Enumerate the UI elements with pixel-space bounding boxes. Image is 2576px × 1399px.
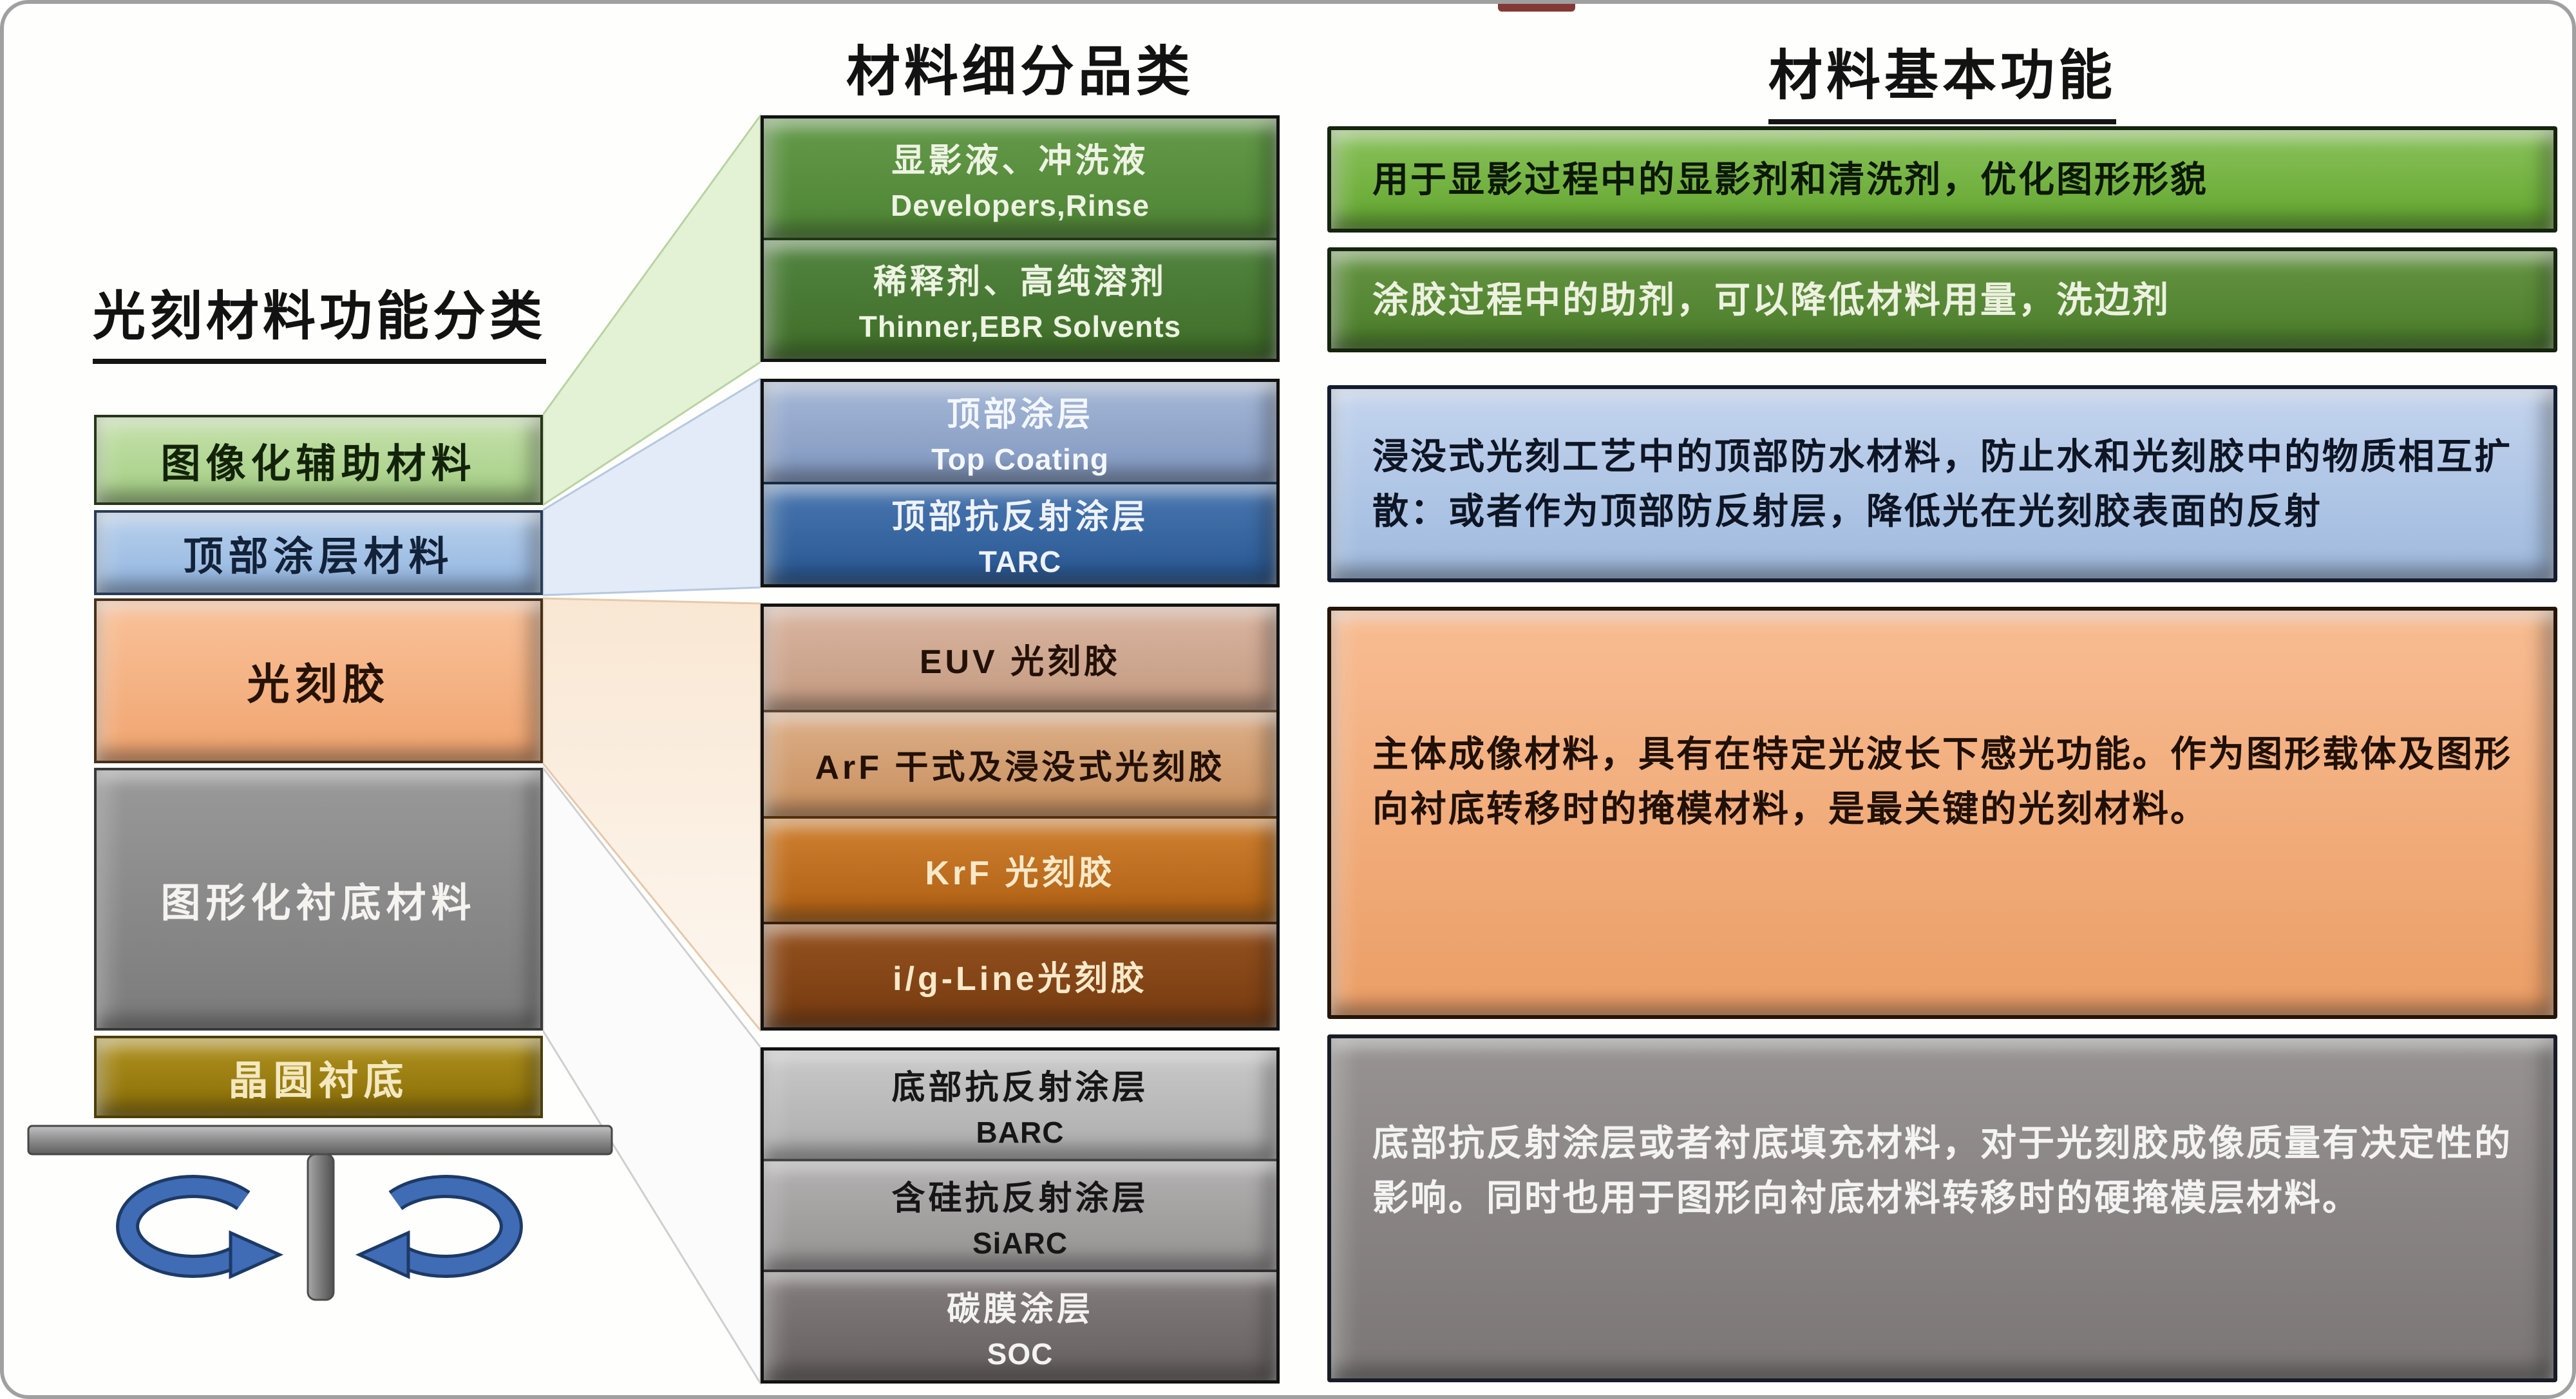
subcategory-row-siarc-en: SiARC xyxy=(972,1226,1068,1260)
connector-fan-topcoat xyxy=(543,377,761,596)
function-box-thinner-text: 涂胶过程中的助剂，可以降低材料用量，洗边剂 xyxy=(1372,279,2170,320)
subcategory-row-siarc-zh: 含硅抗反射涂层 xyxy=(891,1179,1149,1217)
stack-layer-substrate-label: 图形化衬底材料 xyxy=(160,881,477,926)
subcategory-row-thinner: 稀释剂、高纯溶剂 Thinner,EBR Solvents xyxy=(764,237,1276,359)
connector-fan-substrate xyxy=(543,766,761,1385)
subcategory-row-igline: i/g-Line光刻胶 xyxy=(764,921,1276,1027)
stack-layer-aux: 图像化辅助材料 xyxy=(94,415,543,505)
subcategory-group-topcoat: 顶部涂层 Top Coating 顶部抗反射涂层 TARC xyxy=(761,379,1280,587)
subcategory-row-igline-label: i/g-Line光刻胶 xyxy=(893,960,1148,998)
stack-layer-topcoat-label: 顶部涂层材料 xyxy=(183,535,454,579)
subcategory-row-thinner-zh: 稀释剂、高纯溶剂 xyxy=(873,263,1167,301)
function-box-resist: 主体成像材料，具有在特定光波长下感光功能。作为图形载体及图形向衬底转移时的掩模材… xyxy=(1327,607,2557,1019)
left-column-title-text: 光刻材料功能分类 xyxy=(92,273,546,364)
stack-layer-topcoat: 顶部涂层材料 xyxy=(94,510,543,595)
subcategory-row-euv-label: EUV 光刻胶 xyxy=(919,643,1121,681)
subcategory-row-siarc: 含硅抗反射涂层 SiARC xyxy=(764,1159,1276,1270)
subcategory-row-topcoating-zh: 顶部涂层 xyxy=(946,396,1094,433)
function-box-substrate-text: 底部抗反射涂层或者衬底填充材料，对于光刻胶成像质量有决定性的影响。同时也用于图形… xyxy=(1372,1123,2512,1219)
stack-layer-substrate: 图形化衬底材料 xyxy=(94,768,543,1031)
subcategory-row-soc: 碳膜涂层 SOC xyxy=(764,1270,1276,1380)
subcategory-row-tarc-en: TARC xyxy=(978,545,1062,578)
subcategory-row-topcoating-en: Top Coating xyxy=(931,443,1109,476)
subcategory-row-krf: KrF 光刻胶 xyxy=(764,815,1276,922)
spin-coater-platform xyxy=(27,1125,613,1156)
subcategory-row-developers-zh: 显影液、冲洗液 xyxy=(891,142,1149,180)
function-box-topcoat-text: 浸没式光刻工艺中的顶部防水材料，防止水和光刻胶中的物质相互扩散：或者作为顶部防反… xyxy=(1372,435,2512,531)
spin-coater-shaft xyxy=(307,1153,335,1301)
left-column-title: 光刻材料功能分类 xyxy=(81,273,558,364)
subcategory-group-aux: 显影液、冲洗液 Developers,Rinse 稀释剂、高纯溶剂 Thinne… xyxy=(761,115,1280,362)
stack-layer-resist-label: 光刻胶 xyxy=(247,660,390,708)
stack-layer-resist: 光刻胶 xyxy=(94,598,543,763)
subcategory-row-euv: EUV 光刻胶 xyxy=(764,607,1276,710)
subcategory-row-arf: ArF 干式及浸没式光刻胶 xyxy=(764,710,1276,816)
subcategory-row-tarc-zh: 顶部抗反射涂层 xyxy=(891,499,1149,536)
subcategory-row-barc-zh: 底部抗反射涂层 xyxy=(891,1069,1149,1107)
function-box-developer-text: 用于显影过程中的显影剂和清洗剂，优化图形形貌 xyxy=(1372,158,2208,200)
subcategory-row-developers-en: Developers,Rinse xyxy=(890,188,1150,222)
subcategory-row-soc-zh: 碳膜涂层 xyxy=(946,1290,1094,1328)
rotation-arrow-right-icon xyxy=(355,1175,523,1279)
function-box-substrate: 底部抗反射涂层或者衬底填充材料，对于光刻胶成像质量有决定性的影响。同时也用于图形… xyxy=(1327,1034,2557,1382)
rotation-arrow-left-icon xyxy=(116,1175,284,1279)
function-box-developer: 用于显影过程中的显影剂和清洗剂，优化图形形貌 xyxy=(1327,126,2557,233)
function-box-resist-text: 主体成像材料，具有在特定光波长下感光功能。作为图形载体及图形向衬底转移时的掩模材… xyxy=(1372,734,2512,830)
middle-column-title-text: 材料细分品类 xyxy=(846,28,1194,120)
connector-fan-resist xyxy=(543,597,761,1033)
spin-coater xyxy=(27,1125,613,1301)
subcategory-row-soc-en: SOC xyxy=(987,1337,1054,1371)
stack-layer-wafer: 晶圆衬底 xyxy=(94,1036,543,1118)
right-column-title: 材料基本功能 xyxy=(1327,32,2557,124)
connector-fans xyxy=(543,113,761,1385)
subcategory-row-tarc: 顶部抗反射涂层 TARC xyxy=(764,482,1276,584)
function-box-thinner: 涂胶过程中的助剂，可以降低材料用量，洗边剂 xyxy=(1327,247,2557,352)
stack-layer-aux-label: 图像化辅助材料 xyxy=(160,442,477,486)
connector-fan-aux xyxy=(543,113,761,506)
function-box-topcoat: 浸没式光刻工艺中的顶部防水材料，防止水和光刻胶中的物质相互扩散：或者作为顶部防反… xyxy=(1327,385,2557,582)
subcategory-row-barc-en: BARC xyxy=(976,1115,1065,1149)
subcategory-row-developers: 显影液、冲洗液 Developers,Rinse xyxy=(764,119,1276,238)
subcategory-row-thinner-en: Thinner,EBR Solvents xyxy=(858,310,1182,344)
subcategory-group-resist: EUV 光刻胶 ArF 干式及浸没式光刻胶 KrF 光刻胶 i/g-Line光刻… xyxy=(761,604,1280,1031)
border-artifact-mark xyxy=(1498,4,1575,12)
subcategory-row-topcoating: 顶部涂层 Top Coating xyxy=(764,382,1276,482)
middle-column-title: 材料细分品类 xyxy=(761,28,1280,120)
subcategory-group-substrate: 底部抗反射涂层 BARC 含硅抗反射涂层 SiARC 碳膜涂层 SOC xyxy=(761,1047,1280,1384)
subcategory-row-barc: 底部抗反射涂层 BARC xyxy=(764,1051,1276,1159)
right-column-title-text: 材料基本功能 xyxy=(1768,32,2116,124)
stack-layer-wafer-label: 晶圆衬底 xyxy=(228,1059,409,1103)
subcategory-row-krf-label: KrF 光刻胶 xyxy=(925,855,1115,893)
subcategory-row-arf-label: ArF 干式及浸没式光刻胶 xyxy=(815,748,1226,786)
